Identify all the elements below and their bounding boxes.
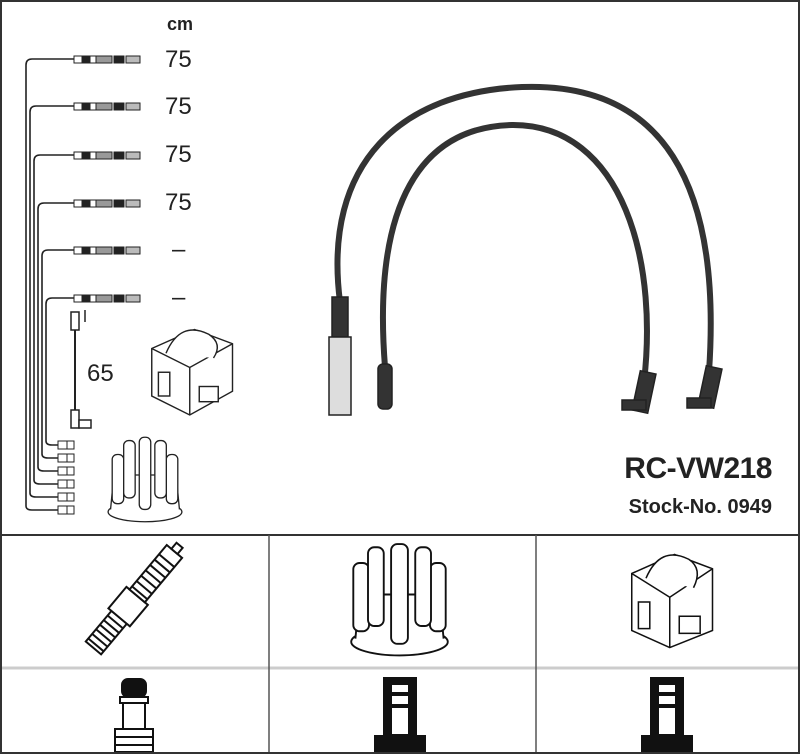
ignition-coil-icon	[151, 328, 234, 416]
plug-thread	[149, 564, 167, 579]
ignition-coil-icon	[630, 553, 714, 649]
spark-plug-icon	[84, 541, 185, 656]
lead-connector-segment	[81, 199, 91, 208]
cable-long	[334, 83, 714, 375]
lead-length-6: –	[172, 284, 186, 311]
lead-terminal	[66, 505, 75, 515]
lead-connector-segment	[81, 246, 91, 255]
plug-thread	[158, 553, 176, 568]
lead-wire	[33, 154, 74, 485]
lead-connector-segment	[95, 199, 113, 208]
plug-thread	[153, 558, 171, 574]
cable-short	[379, 121, 650, 400]
lead-connector-segment	[73, 294, 83, 303]
lead-connector-segment	[113, 151, 125, 160]
lead-terminal	[66, 479, 75, 489]
lead-connector-segment	[81, 55, 91, 64]
lead-connector-segment	[81, 151, 91, 160]
ignition-cables	[334, 83, 714, 400]
stock-number: Stock-No. 0949	[628, 496, 772, 518]
distributor-cap-icon	[350, 543, 449, 657]
lead-connector-segment	[113, 102, 125, 111]
distributor-tower-connector-icon	[374, 677, 426, 752]
spark-plug-terminal-icon	[114, 678, 154, 752]
lead-connector-segment	[73, 102, 83, 111]
lead-wire	[25, 58, 74, 511]
lead-5	[41, 246, 141, 463]
lead-wire	[45, 297, 74, 446]
lead-length-1: 75	[165, 46, 192, 73]
plug-thread	[135, 580, 153, 595]
lead-2	[29, 102, 141, 502]
lead-length-3: 75	[165, 141, 192, 168]
lead-connector-segment	[95, 151, 113, 160]
lead-connector-segment	[73, 55, 83, 64]
length-unit: cm	[167, 14, 194, 34]
lead-connector-segment	[125, 294, 141, 303]
distributor-cap-icon	[107, 436, 183, 523]
plug-thread	[131, 585, 149, 601]
lead-terminal	[57, 492, 68, 502]
lead-connector-segment	[125, 102, 141, 111]
lead-connector-segment	[89, 55, 97, 64]
lead-connector-segment	[95, 294, 113, 303]
lead-connector-segment	[89, 151, 97, 160]
lead-wire	[37, 202, 74, 472]
lead-connector-segment	[89, 246, 97, 255]
lead-terminal	[57, 466, 68, 476]
plug-rib	[103, 619, 120, 634]
lead-connector-segment	[89, 294, 97, 303]
plug-rib	[95, 628, 113, 643]
lead-connector-segment	[125, 199, 141, 208]
lead-terminal	[57, 453, 68, 463]
plug-rib	[87, 637, 105, 653]
lead-connector-segment	[113, 55, 125, 64]
lead-terminal	[66, 466, 75, 476]
lead-connector-segment	[73, 246, 83, 255]
lead-1	[25, 55, 141, 515]
lead-connector-segment	[95, 102, 113, 111]
lead-connector-segment	[89, 102, 97, 111]
lead-connector-segment	[125, 246, 141, 255]
lead-connector-segment	[73, 199, 83, 208]
plug-thread	[144, 569, 162, 584]
lead-terminal	[57, 440, 68, 450]
coil-lead-drawing	[70, 310, 92, 429]
lead-length-2: 75	[165, 93, 192, 120]
lead-connector-segment	[113, 246, 125, 255]
lead-diagram	[25, 55, 141, 515]
lead-connector-segment	[125, 151, 141, 160]
cable-ends	[328, 296, 723, 416]
plug-rib	[99, 623, 116, 639]
part-number: RC-VW218	[624, 452, 772, 485]
lead-connector-segment	[73, 151, 83, 160]
lead-connector-segment	[113, 294, 125, 303]
lead-connector-segment	[81, 102, 91, 111]
lead-connector-segment	[113, 199, 125, 208]
lead-wire	[41, 249, 74, 459]
lead-4	[37, 199, 141, 476]
lead-connector-segment	[95, 246, 113, 255]
plug-rib	[106, 614, 124, 630]
lead-length-4: 75	[165, 189, 192, 216]
plug-rib	[91, 633, 109, 648]
lead-connector-segment	[95, 55, 113, 64]
plug-thread	[140, 574, 158, 590]
lead-terminal	[57, 505, 68, 515]
lead-length-5: –	[172, 236, 186, 263]
lead-terminal	[57, 479, 68, 489]
lead-connector-segment	[81, 294, 91, 303]
coil-tower-connector-icon	[641, 677, 693, 752]
coil-lead-length: 65	[87, 360, 114, 387]
lead-terminal	[66, 492, 75, 502]
lead-terminal	[66, 453, 75, 463]
lead-terminal	[66, 440, 75, 450]
lead-connector-segment	[125, 55, 141, 64]
lead-wire	[29, 105, 74, 498]
lead-6	[45, 294, 141, 450]
lead-3	[33, 151, 141, 489]
lead-connector-segment	[89, 199, 97, 208]
